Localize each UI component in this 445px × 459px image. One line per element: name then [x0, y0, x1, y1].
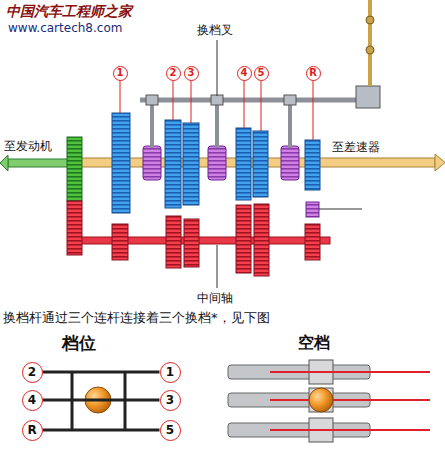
- callout-number: 4: [28, 394, 36, 406]
- callout-number: R: [27, 424, 36, 436]
- part-name: 换档叉: [197, 24, 233, 37]
- shift-lever-base: [356, 86, 380, 108]
- watermark: 中国汽车工程师之家: [6, 4, 132, 19]
- shift-lever: [368, 0, 372, 86]
- callout-number: 1: [166, 366, 174, 378]
- watermark-url: www.cartech8.com: [8, 22, 122, 35]
- counter-gear: [254, 204, 269, 276]
- leader-line: [173, 80, 174, 120]
- counter-gear: [67, 201, 82, 255]
- main-gear: [165, 120, 181, 208]
- shaft-arrow: [435, 154, 445, 171]
- gate-line: [43, 371, 160, 374]
- part-name: 中间轴: [197, 292, 233, 305]
- synchronizer: [143, 146, 161, 180]
- callout-number: 5: [258, 68, 265, 78]
- callout-number: 3: [188, 68, 195, 78]
- fork-block: [211, 95, 223, 105]
- callout-number: 2: [170, 68, 177, 78]
- shaft-label: 至发动机: [4, 140, 52, 153]
- callout-circle: R: [22, 420, 43, 441]
- input-gear: [67, 137, 82, 201]
- shaft-arrow: [0, 155, 8, 171]
- leader-line: [120, 80, 121, 113]
- link-line: [270, 399, 430, 401]
- link-line: [270, 429, 430, 431]
- shift-ball: [309, 388, 333, 412]
- callout-circle: R: [306, 66, 321, 81]
- synchronizer: [208, 146, 226, 180]
- callout-circle: 5: [160, 420, 181, 441]
- counter-gear: [166, 216, 181, 268]
- callout-circle: 2: [22, 362, 43, 383]
- callout-circle: 3: [160, 390, 181, 411]
- leader-line: [261, 80, 262, 131]
- leader-line: [244, 80, 245, 128]
- main-gear: [253, 131, 268, 197]
- shift-fork: [150, 100, 154, 148]
- lever-joint: [366, 16, 374, 24]
- link-line: [270, 371, 430, 373]
- idler-gear: [306, 202, 319, 217]
- main-gear: [183, 123, 199, 205]
- callout-number: 3: [166, 394, 174, 406]
- panel-heading: 空档: [298, 334, 330, 352]
- leader-line: [217, 245, 218, 288]
- main-gear: [112, 113, 130, 213]
- counter-gear: [112, 224, 128, 260]
- counter-gear: [184, 219, 199, 267]
- leader-line: [319, 209, 362, 210]
- callout-number: 5: [166, 424, 174, 436]
- callout-circle: 5: [254, 66, 269, 81]
- callout-number: 4: [241, 68, 248, 78]
- callout-number: R: [309, 68, 317, 78]
- callout-circle: 3: [184, 66, 199, 81]
- rod-notch: [309, 388, 333, 412]
- main-gear: [236, 128, 251, 200]
- callout-circle: 1: [160, 362, 181, 383]
- shift-fork: [288, 100, 292, 148]
- lever-joint: [366, 46, 374, 54]
- fork-block: [284, 95, 296, 105]
- gate-line: [43, 399, 160, 402]
- callout-circle: 4: [22, 390, 43, 411]
- note-text: 换档杆通过三个连杆连接着三个换档*，见下图: [3, 311, 270, 325]
- leader-line: [191, 80, 192, 123]
- leader-line: [217, 40, 218, 96]
- synchronizer: [281, 146, 299, 180]
- gate-line: [43, 429, 160, 432]
- counter-gear: [305, 224, 320, 260]
- panel-heading: 档位: [62, 334, 96, 353]
- counter-gear: [236, 205, 251, 273]
- callout-circle: 1: [113, 66, 128, 81]
- callout-circle: 4: [237, 66, 252, 81]
- leader-line: [313, 80, 314, 140]
- fork-block: [146, 95, 158, 105]
- callout-number: 2: [28, 366, 36, 378]
- callout-circle: 2: [166, 66, 181, 81]
- shift-fork: [215, 100, 219, 148]
- callout-number: 1: [117, 68, 124, 78]
- main-gear: [305, 140, 320, 190]
- shaft-label: 至差速器: [332, 141, 380, 154]
